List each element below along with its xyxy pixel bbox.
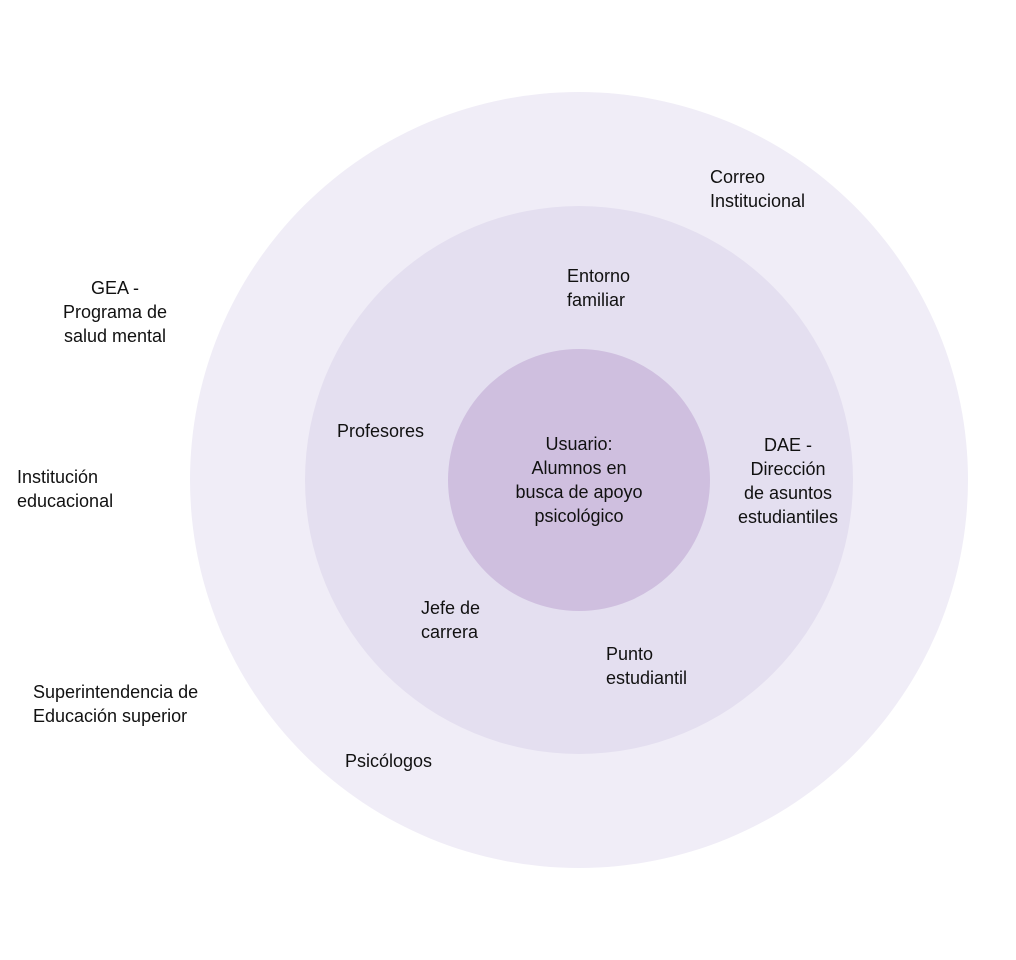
label-psicologos: Psicólogos <box>345 751 433 771</box>
label-institucion-educacional: Institución educacional <box>17 467 114 511</box>
label-punto-estudiantil: Punto estudiantil <box>606 644 688 688</box>
label-gea: GEA - Programa de salud mental <box>62 278 168 346</box>
label-entorno-familiar: Entorno familiar <box>567 266 631 310</box>
label-correo-institucional: Correo Institucional <box>710 167 806 211</box>
label-profesores: Profesores <box>337 421 425 441</box>
label-dae: DAE - Dirección de asuntos estudiantiles <box>737 435 839 527</box>
inner-ring <box>448 349 710 611</box>
label-jefe-carrera: Jefe de carrera <box>421 598 481 642</box>
center-label: Usuario: Alumnos en busca de apoyo psico… <box>515 434 643 526</box>
label-superintendencia: Superintendencia de Educación superior <box>33 682 199 726</box>
